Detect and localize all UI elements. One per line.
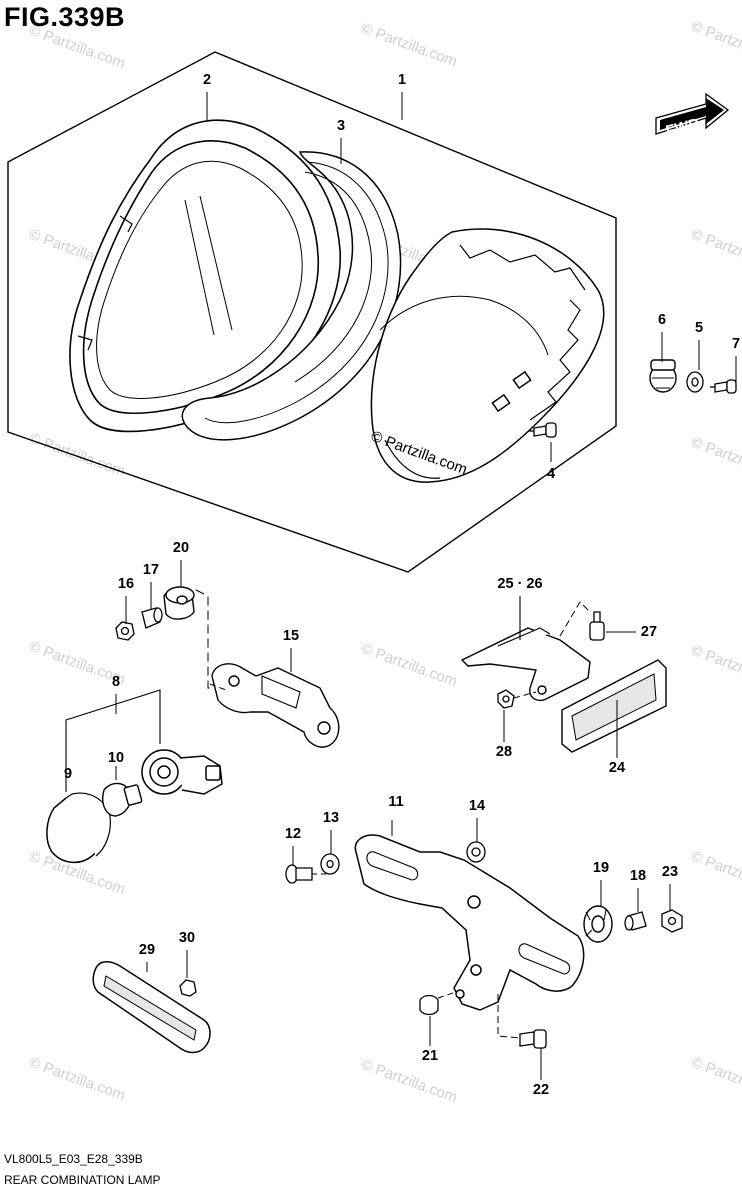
part-5-washer [686,371,704,393]
part-29-reflector [92,961,211,1054]
leader-27 [559,601,591,637]
part-12-bolt [285,864,330,884]
callout-label: 17 [143,562,159,578]
lamp-housing [370,228,605,483]
watermark-layer: © Partzilla.com © Partzilla.com © Partzill… [27,18,742,1107]
part-18-collar [624,911,647,931]
callout-label: 29 [139,942,155,958]
part-2-lens-rim [69,119,341,433]
callout-label: 7 [732,336,740,352]
callout-label: 4 [547,466,555,482]
part-3-gasket [181,151,402,441]
watermark-text: © Partzilla.com [689,1054,742,1105]
part-24-reflector [561,659,667,753]
callout-label: 15 [283,628,299,644]
callout-label: 19 [593,860,609,876]
part-14-nut [466,841,486,863]
callout-label: 10 [108,750,124,766]
callout-layer: 1234567891011121314151617181920212223242… [64,72,740,1098]
watermark-text: © Partzilla.com [689,18,742,69]
callout-label: 12 [285,826,301,842]
callout-label: 11 [388,794,403,810]
callout-label: 30 [179,930,195,946]
callout-label: 24 [609,760,625,776]
callout-label: 8 [112,674,120,690]
watermark-text: © Partzilla.com [689,848,742,899]
callout-label: 25 · 26 [497,576,542,592]
callout-label: 22 [533,1082,549,1098]
callout-label: 20 [173,540,189,556]
part-25-26-bracket [460,596,591,702]
part-19-grommet [583,905,613,943]
callout-label: 21 [422,1048,438,1064]
part-16-nut [115,621,135,641]
callout-label: 6 [658,312,666,328]
part-6-nut [649,359,677,393]
callout-label: 28 [496,744,512,760]
part-27-screw [589,611,605,641]
callout-label: 5 [695,320,703,336]
figure-caption: REAR COMBINATION LAMP [4,1173,161,1187]
watermark-text: © Partzilla.com [689,642,742,693]
callout-label: 23 [662,864,678,880]
fwd-arrow: FWD [655,92,730,140]
watermark-text: © Partzilla.com [359,640,460,691]
assembly-box-outline [7,51,617,573]
callout-label: 27 [641,624,657,640]
callout-label: 18 [630,868,646,884]
callout-label: 3 [337,118,345,134]
callout-label: 14 [469,798,485,814]
part-21-cap [419,991,457,1016]
part-7-screw [710,379,737,394]
part-10-bulb [102,766,143,817]
callout-label: 2 [203,72,211,88]
callout-label: 16 [118,576,134,592]
callout-label: 1 [398,72,406,88]
part-17-collar [141,607,163,629]
part-4-screw [528,422,557,438]
leader-8-group [65,689,161,744]
part-11-bracket [354,820,585,1011]
part-23-nut [661,909,683,933]
watermark-text: © Partzilla.com [689,434,742,485]
figure-title: FIG.339B [4,2,126,32]
watermark-text: © Partzilla.com [359,1056,460,1107]
callout-label: 9 [64,766,72,782]
watermark-text: © Partzilla.com [27,430,128,481]
callout-label: 13 [323,810,339,826]
part-22-bolt [497,994,547,1049]
part-28-nut [497,689,537,709]
part-9-turn-lens [46,736,111,864]
part-15-bracket [209,663,340,748]
watermark-text: © Partzilla.com [689,226,742,277]
drawing-code: VL800L5_E03_E28_339B [4,1152,143,1166]
part-20-grommet [163,586,195,620]
part-13-washer [320,853,340,875]
watermark-text: © Partzilla.com [359,20,460,71]
part-30-nut [179,979,197,997]
watermark-text: © Partzilla.com [27,22,128,73]
watermark-text: © Partzilla.com [27,1054,128,1105]
part-8-socket [141,749,223,795]
